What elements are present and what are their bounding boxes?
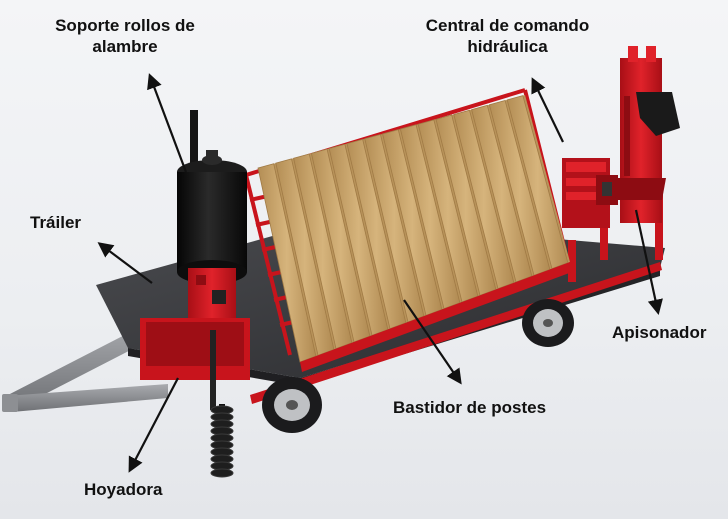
- hydraulic-control-unit: [562, 158, 618, 228]
- auger-flight: [210, 468, 234, 478]
- post: [310, 148, 371, 343]
- post-stack: [257, 95, 572, 372]
- wheel-front: [262, 377, 322, 433]
- wheel-rear: [522, 299, 574, 347]
- label-hydraulic-control-line2: hidráulica: [467, 37, 548, 56]
- callout-arrows: [97, 73, 663, 473]
- label-wire-roll-holder: Soporte rollos de alambre: [40, 15, 210, 57]
- post: [399, 124, 461, 310]
- label-wire-roll-holder-line2: alambre: [92, 37, 158, 56]
- label-hydraulic-control: Central de comando hidráulica: [420, 15, 595, 57]
- label-post-rack: Bastidor de postes: [393, 398, 547, 417]
- post: [506, 95, 569, 270]
- label-auger: Hoyadora: [84, 480, 163, 499]
- drawbar: [2, 322, 168, 412]
- wire-roll-holder: [177, 110, 247, 284]
- label-trailer: Tráiler: [30, 213, 82, 232]
- post: [346, 138, 407, 330]
- rammer-column: [612, 46, 680, 223]
- post: [257, 163, 317, 363]
- post: [453, 109, 515, 290]
- label-hydraulic-control-line1: Central de comando: [425, 16, 590, 35]
- post: [293, 153, 353, 350]
- auger-assembly: [140, 268, 250, 478]
- post: [364, 134, 425, 323]
- label-rammer: Apisonador: [612, 323, 707, 342]
- label-wire-roll-holder-line1: Soporte rollos de: [55, 16, 195, 35]
